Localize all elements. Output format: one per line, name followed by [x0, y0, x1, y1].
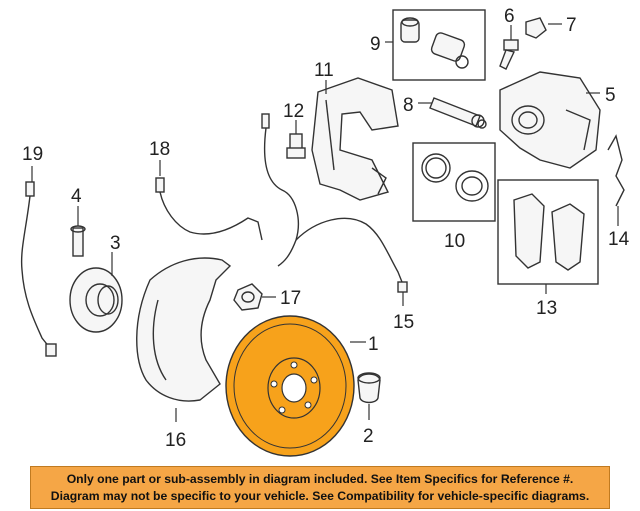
- callout-7: 7: [566, 15, 577, 36]
- part-2-rotor-screw: [357, 372, 381, 404]
- part-7-bleeder-cap: [525, 17, 547, 39]
- part-9-guide-pin-kit: [400, 17, 469, 69]
- disclaimer-line-1: Only one part or sub-assembly in diagram…: [66, 472, 574, 486]
- callout-14: 14: [608, 229, 630, 250]
- callout-12: 12: [283, 101, 304, 122]
- callout-10: 10: [444, 231, 465, 252]
- disclaimer-banner: Only one part or sub-assembly in diagram…: [30, 466, 610, 509]
- part-10-box: [412, 142, 496, 222]
- callout-2: 2: [363, 426, 374, 447]
- callout-17: 17: [280, 288, 301, 309]
- callout-18: 18: [149, 139, 170, 160]
- part-17-shield-bolt: [233, 283, 263, 311]
- part-18-brake-wear-sensor: [155, 177, 263, 241]
- part-10-caliper-seal-kit: [421, 153, 489, 202]
- part-14-anti-rattle-clip: [607, 134, 625, 207]
- part-13-brake-pads: [513, 193, 585, 271]
- part-11-caliper-bracket: [311, 77, 399, 201]
- part-9-box: [392, 9, 486, 81]
- callout-8: 8: [403, 95, 414, 116]
- part-3-wheel-hub: [69, 267, 123, 333]
- part-6-bleeder-screw: [499, 39, 519, 70]
- part-12-bracket-bolt: [286, 133, 306, 159]
- callout-6: 6: [504, 6, 515, 27]
- callout-3: 3: [110, 233, 121, 254]
- callout-5: 5: [605, 85, 616, 106]
- callout-9: 9: [370, 34, 381, 55]
- part-19-wheel-speed-sensor: [20, 181, 57, 357]
- part-5-caliper: [499, 71, 601, 169]
- part-4-wheel-stud: [70, 225, 86, 257]
- part-16-splash-shield: [136, 257, 232, 402]
- callout-11: 11: [314, 60, 334, 81]
- callout-4: 4: [71, 186, 82, 207]
- callout-1: 1: [368, 334, 379, 355]
- part-1-brake-rotor: [225, 315, 355, 457]
- callout-19: 19: [22, 144, 43, 165]
- part-8-guide-pin: [429, 97, 487, 129]
- callout-16: 16: [165, 430, 186, 451]
- disclaimer-line-2: Diagram may not be specific to your vehi…: [50, 489, 590, 503]
- callout-15: 15: [393, 312, 414, 333]
- callout-13: 13: [536, 298, 557, 319]
- part-13-box: [497, 179, 599, 285]
